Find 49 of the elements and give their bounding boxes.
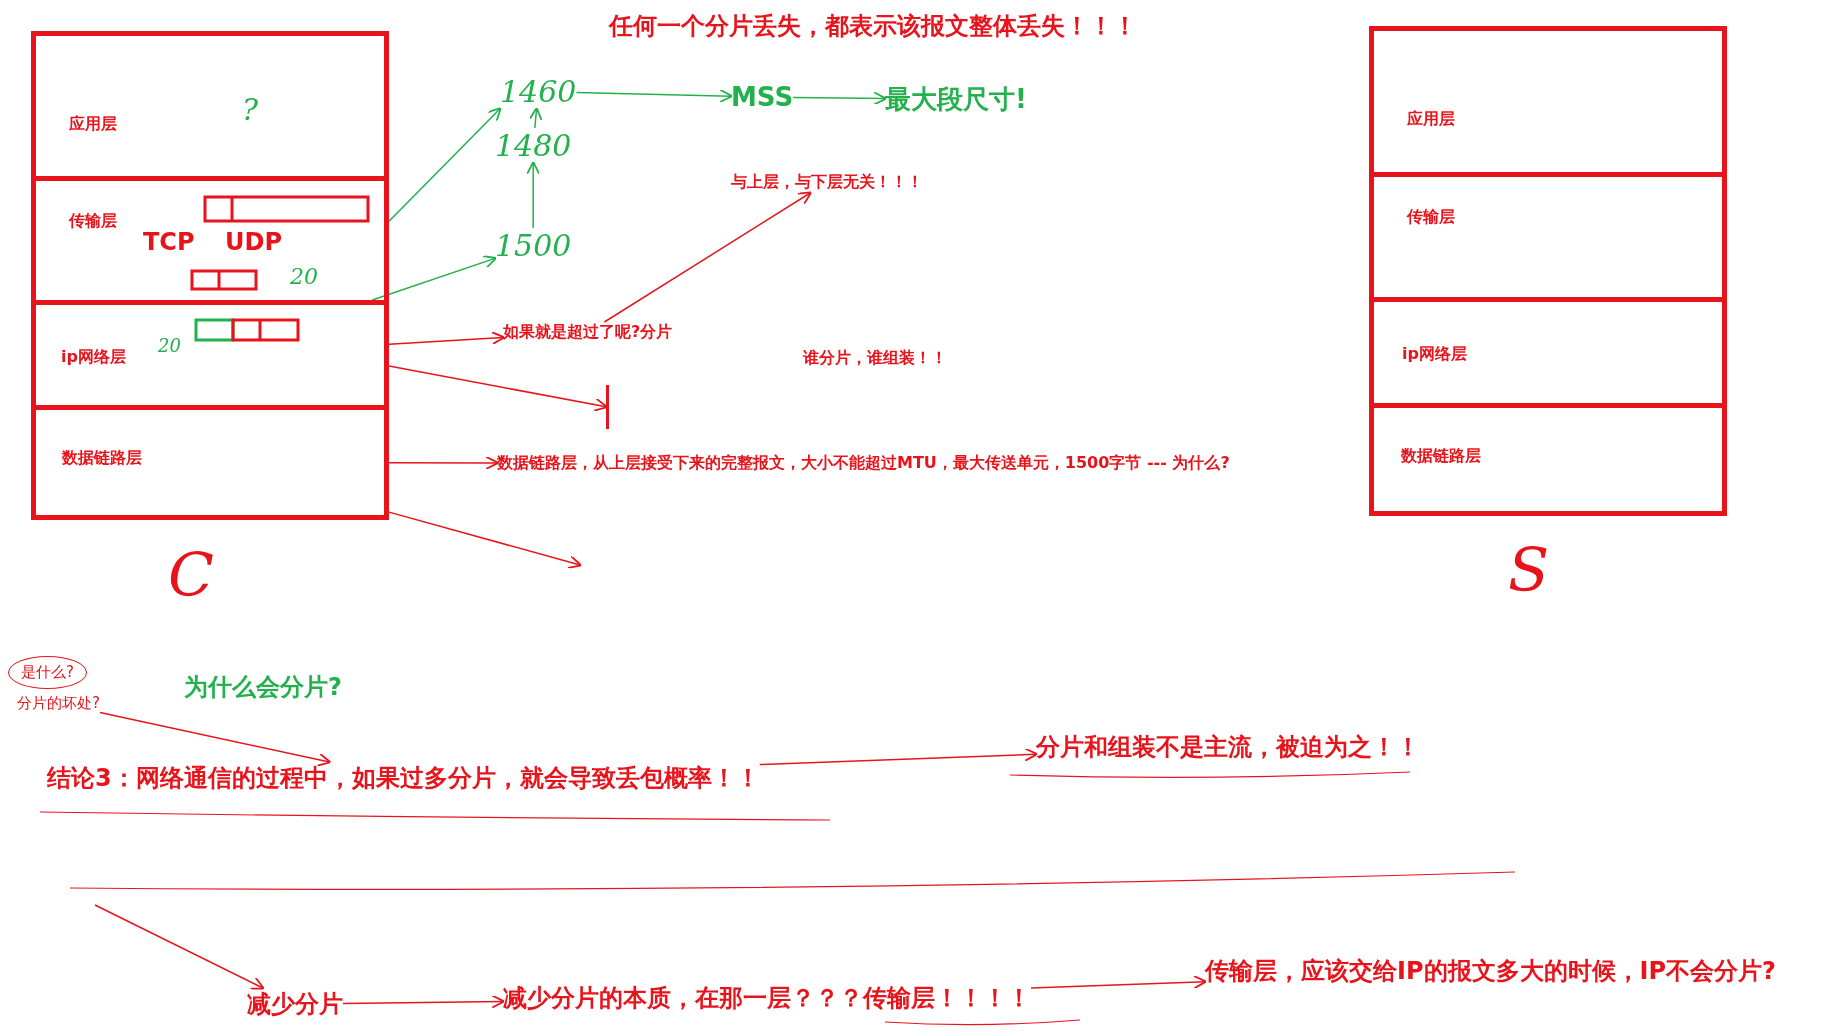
arrow (388, 511, 583, 569)
handwritten-number: 1500 (495, 228, 572, 263)
annotation-text: MSS (731, 82, 794, 112)
arrow (758, 747, 1039, 766)
title: 任何一个分片丢失，都表示该报文整体丢失！！！ (609, 11, 1137, 42)
annotation-text: 分片和组装不是主流，被迫为之！！ (1036, 731, 1420, 763)
annotation-text: 结论3：网络通信的过程中，如果过多分片，就会导致丢包概率！！ (47, 762, 760, 794)
handwritten-number: 1460 (500, 74, 577, 109)
annotation-text: 传输层，应该交给IP的报文多大的时候，IP不会分片? (1205, 955, 1776, 987)
layer-label: 应用层 (69, 114, 117, 135)
protocol-label: TCP (143, 228, 195, 256)
arrow (388, 365, 609, 412)
layer-label: 数据链路层 (62, 448, 142, 469)
annotation-text: 谁分片，谁组装！！ (803, 348, 947, 369)
handwritten-letter: C (168, 540, 214, 610)
annotation-text: 为什么会分片? (184, 672, 342, 703)
arrow (342, 994, 506, 1009)
handwritten-number: 20 (158, 335, 181, 356)
layer-label: 传输层 (69, 211, 117, 232)
handwritten-mark: ? (242, 92, 259, 127)
layer-label: 应用层 (1407, 109, 1455, 130)
arrow (388, 107, 502, 222)
annotation-text: 如果就是超过了呢?分片 (503, 322, 673, 343)
arrow (603, 191, 813, 323)
handwritten-number: 20 (290, 264, 318, 289)
handwritten-letter: S (1508, 535, 1550, 605)
arrow (575, 89, 734, 103)
arrow (99, 711, 332, 767)
arrow (388, 331, 506, 346)
layer-label: ip网络层 (61, 347, 126, 368)
layer-label: ip网络层 (1402, 344, 1467, 365)
arrow (94, 904, 265, 990)
annotation-text: 分片的坏处? (17, 694, 100, 713)
annotation-text: 与上层，与下层无关！！！ (731, 172, 923, 193)
arrow (528, 106, 543, 129)
arrow (1030, 975, 1208, 989)
annotation-text: 减少分片 (247, 988, 343, 1020)
protocol-label: UDP (225, 228, 282, 256)
layer-label: 传输层 (1407, 207, 1455, 228)
annotation-text: 减少分片的本质，在那一层？？？传输层！！！！ (503, 982, 1031, 1014)
arrow (526, 160, 541, 229)
arrow (371, 255, 498, 301)
annotation-text: 最大段尺寸! (885, 82, 1027, 117)
handwritten-number: 1480 (495, 128, 572, 163)
arrow (388, 456, 500, 470)
bar-mark (606, 385, 609, 429)
annotation-text: 数据链路层，从上层接受下来的完整报文，大小不能超过MTU，最大传送单元，1500字节 --- 为什么? (497, 453, 1230, 474)
layer-label: 数据链路层 (1401, 446, 1481, 467)
arrow (792, 91, 888, 106)
